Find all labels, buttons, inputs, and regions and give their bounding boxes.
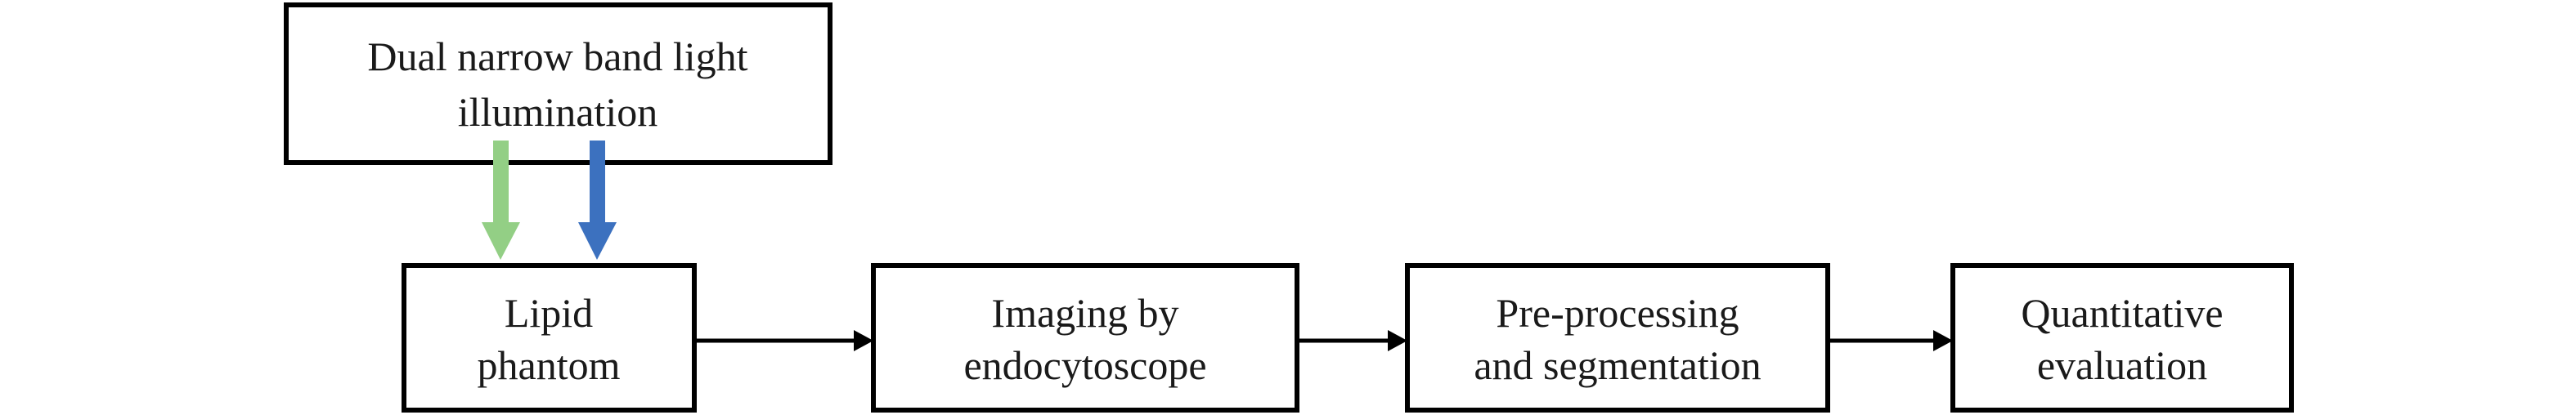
flow-arrow-2 [1297,330,1407,351]
step-label-line2: and segmentation [1474,342,1761,388]
step-label-line1: Lipid [505,290,593,336]
step-box-frame [1950,263,2294,413]
blue-arrow-head [578,222,617,260]
step-box-preprocessing: Pre-processing and segmentation [1405,263,1830,413]
illumination-box-frame [284,2,832,165]
illumination-label-line1: Dual narrow band light [367,33,747,79]
flow-arrow-head [1388,330,1407,351]
step-box-frame [1405,263,1830,413]
flow-arrow-head [1933,330,1953,351]
step-label-line2: phantom [478,342,621,388]
step-box-quantitative: Quantitative evaluation [1950,263,2294,413]
flow-arrow-head [854,330,873,351]
blue-light-arrow [578,141,617,260]
step-label-line1: Quantitative [2021,290,2223,336]
step-box-frame [871,263,1299,413]
green-light-arrow [482,141,520,260]
illumination-box: Dual narrow band light illumination [284,2,832,165]
step-box-frame [402,263,697,413]
step-box-lipid-phantom: Lipid phantom [402,263,697,413]
step-label-line1: Pre-processing [1496,290,1739,336]
step-box-imaging: Imaging by endocytoscope [871,263,1299,413]
illumination-label-line2: illumination [458,89,657,135]
flow-arrow-1 [694,330,873,351]
green-arrow-shaft [493,141,509,224]
blue-arrow-shaft [590,141,605,224]
step-label-line2: evaluation [2037,342,2207,388]
flow-arrow-3 [1828,330,1953,351]
step-label-line2: endocytoscope [963,342,1206,388]
green-arrow-head [482,222,520,260]
step-label-line1: Imaging by [991,290,1178,336]
